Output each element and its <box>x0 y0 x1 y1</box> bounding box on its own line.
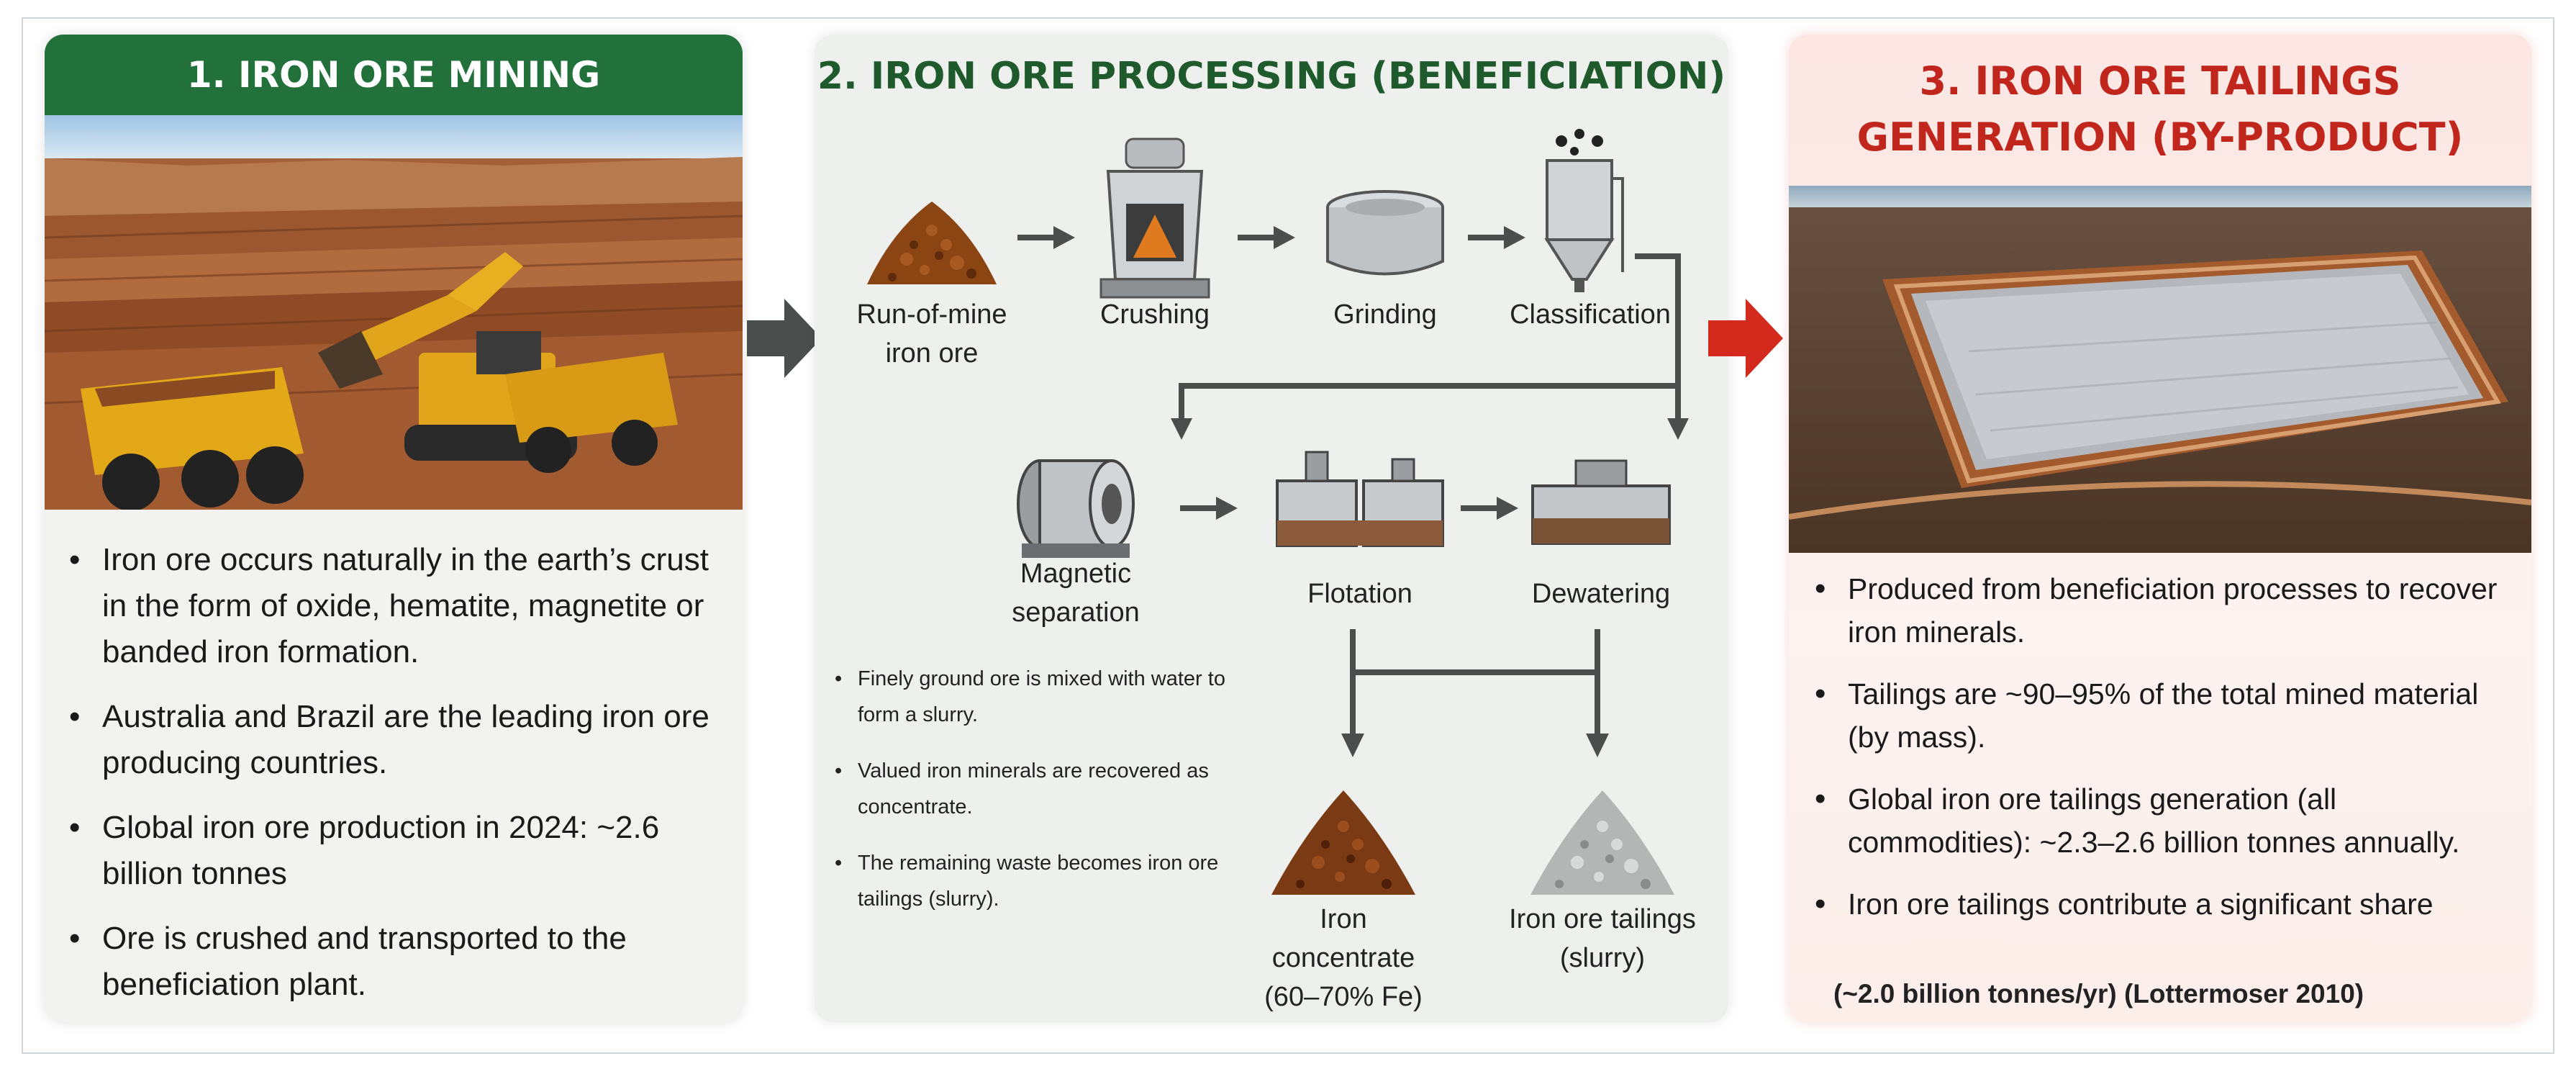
mining-bullet: Iron ore occurs naturally in the earth’s… <box>59 537 721 675</box>
tailings-slurry-label: Iron ore tailings (slurry) <box>1509 904 1696 973</box>
arrow-icon <box>1017 226 1075 249</box>
classification-label: Classification <box>1510 299 1671 330</box>
mining-photo <box>45 115 743 510</box>
flotation-icon <box>1276 451 1444 547</box>
classifier-icon <box>1544 129 1624 292</box>
tailings-dam-photo <box>1789 186 2531 553</box>
tailings-pile-icon <box>1530 790 1674 895</box>
mining-panel: 1. IRON ORE MINING (EXTRACTION) <box>45 35 743 1022</box>
tailings-bullet: Global iron ore tailings generation (all… <box>1805 777 2517 864</box>
connector-arrow-icon <box>1171 253 1689 440</box>
tailings-bullet: Tailings are ~90–95% of the total mined … <box>1805 672 2517 759</box>
tailings-bullet: Produced from beneficiation processes to… <box>1805 567 2517 654</box>
grinding-label: Grinding <box>1333 299 1437 330</box>
dewatering-label: Dewatering <box>1531 579 1671 609</box>
arrow-icon <box>1180 497 1238 520</box>
processing-notes: Finely ground ore is mixed with water to… <box>829 661 1246 937</box>
arrow-icon <box>1461 497 1518 520</box>
tailings-panel: 3. IRON ORE TAILINGS GENERATION (BY-PROD… <box>1789 35 2531 1022</box>
red-flow-arrow-icon <box>1708 299 1783 378</box>
processing-note: The remaining waste becomes iron ore tai… <box>829 845 1246 917</box>
mining-bullet: Ore is crushed and transported to the be… <box>59 916 721 1008</box>
processing-panel-title: 2. IRON ORE PROCESSING (BENEFICIATION) <box>817 55 1726 98</box>
tailings-bullet: Iron ore tailings contribute a significa… <box>1805 883 2517 926</box>
mining-bullet: Australia and Brazil are the leading iro… <box>59 694 721 786</box>
magnetic-separation-label: Magnetic separation <box>1012 559 1140 628</box>
crusher-icon <box>1099 137 1210 299</box>
iron-concentrate-label: Iron concentrate (60–70% Fe) <box>1264 904 1423 1012</box>
flow-arrow-icon <box>747 299 822 378</box>
citation-text: (~2.0 billion tonnes/yr) (Lottermoser 20… <box>1833 979 2364 1008</box>
arrow-icon <box>1238 226 1295 249</box>
processing-note: Valued iron minerals are recovered as co… <box>829 753 1246 825</box>
split-arrow-icon <box>1341 629 1609 757</box>
flotation-label: Flotation <box>1307 579 1412 609</box>
diagram-frame <box>22 17 2554 1054</box>
mining-bullet: Global iron ore production in 2024: ~2.6… <box>59 805 721 897</box>
processing-note: Finely ground ore is mixed with water to… <box>829 661 1246 733</box>
processing-panel: 2. IRON ORE PROCESSING (BENEFICIATION) R… <box>815 35 1728 1022</box>
mining-bullets: Iron ore occurs naturally in the earth’s… <box>59 537 721 1022</box>
grinder-icon <box>1326 190 1444 276</box>
crushing-label: Crushing <box>1099 299 1210 330</box>
tailings-bullets: Produced from beneficiation processes to… <box>1805 567 2517 944</box>
mining-panel-title: 1. IRON ORE MINING (EXTRACTION) <box>45 35 743 176</box>
dewatering-icon <box>1531 459 1671 545</box>
arrow-icon <box>1468 226 1525 249</box>
ore-pile-icon <box>867 202 997 284</box>
run-of-mine-label: Run-of-mine iron ore <box>856 299 1007 369</box>
magnetic-separator-icon <box>1017 459 1135 558</box>
iron-concentrate-pile-icon <box>1271 790 1415 895</box>
tailings-panel-title: 3. IRON ORE TAILINGS GENERATION (BY-PROD… <box>1856 58 2464 160</box>
